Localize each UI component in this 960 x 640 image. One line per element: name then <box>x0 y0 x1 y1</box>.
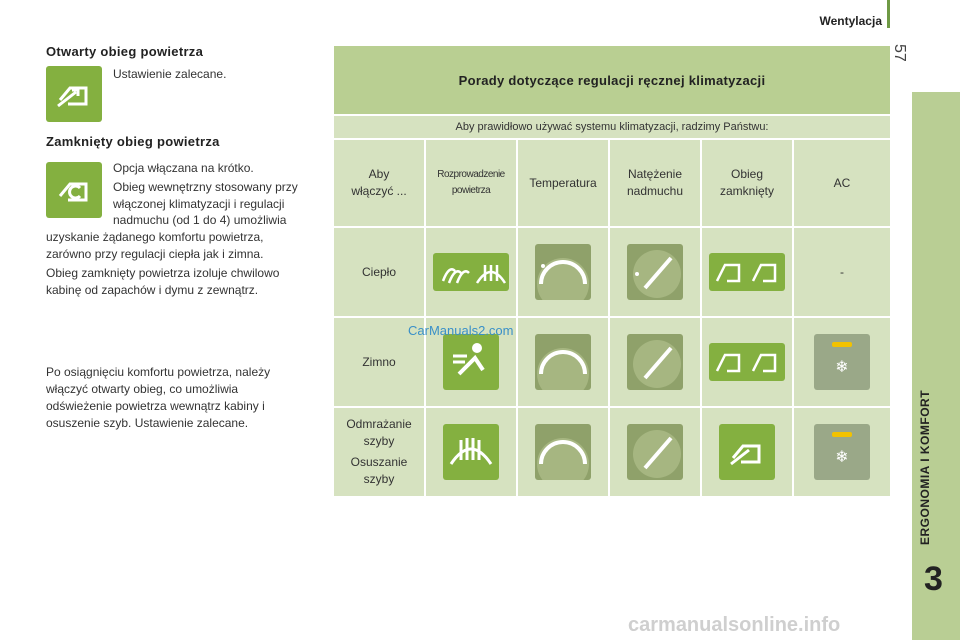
header-cell-purpose: Aby włączyć ... <box>334 140 424 226</box>
header-distribution-line2: powietrza <box>451 185 491 196</box>
defrost-line2: szyby <box>363 434 395 448</box>
closed-line3: włączonej klimatyzacji i regulacji <box>113 197 285 211</box>
recirculation-cell <box>702 408 792 496</box>
closed-line2: Obieg wewnętrzny stosowany przy <box>113 180 298 194</box>
demist-line2: szyby <box>363 472 395 486</box>
blower-cell <box>610 318 700 406</box>
page-number: 57 <box>891 44 908 62</box>
table-title: Porady dotyczące regulacji ręcznej klima… <box>334 46 890 114</box>
chapter-label: ERGONOMIA I KOMFORT <box>918 389 932 545</box>
closed-line8: kabinę od zapachów i dymu z zewnątrz. <box>46 283 259 297</box>
temperature-knob-icon <box>535 424 591 480</box>
closed-line4: nadmuchu (od 1 do 4) umożliwia <box>113 213 287 227</box>
header-recirc-line1: Obieg <box>730 167 764 181</box>
blower-knob-icon <box>627 424 683 480</box>
distribution-cell <box>426 318 516 406</box>
row-label-cold: Zimno <box>334 318 424 406</box>
distribution-cell <box>426 228 516 316</box>
windscreen-feet-icon <box>433 253 509 291</box>
recirculation-cell <box>702 228 792 316</box>
face-vent-icon <box>443 334 499 390</box>
ac-cell: - <box>794 228 890 316</box>
header-distribution-line1: Rozprowadzenie <box>437 169 505 180</box>
ac-cell: ❄ <box>794 408 890 496</box>
header-purpose-line2: włączyć ... <box>351 184 407 198</box>
header-cell-ac: AC <box>794 140 890 226</box>
closed-line1: Opcja włączana na krótko. <box>113 161 254 175</box>
temperature-cell <box>518 408 608 496</box>
chapter-number: 3 <box>924 560 943 598</box>
recirculation-toggle-icon <box>709 343 785 381</box>
final-line3: odświeżenie powietrza wewnątrz kabiny i <box>46 399 265 413</box>
recirculation-toggle-icon <box>709 253 785 291</box>
header-cell-blower: Natężenie nadmuchu <box>610 140 700 226</box>
closed-circulation-title: Zamknięty obieg powietrza <box>46 134 220 149</box>
header-blower-line2: nadmuchu <box>626 184 684 198</box>
blower-cell <box>610 408 700 496</box>
header-cell-recirculation: Obieg zamknięty <box>702 140 792 226</box>
table-row: Zimno ❄ <box>334 318 890 406</box>
open-circulation-icon <box>46 66 102 122</box>
header-rule <box>887 0 890 28</box>
temperature-knob-icon <box>535 334 591 390</box>
header-cell-temperature: Temperatura <box>518 140 608 226</box>
table-row: Ciepło - <box>334 228 890 316</box>
open-circulation-icon <box>719 424 775 480</box>
windscreen-defrost-icon <box>443 424 499 480</box>
svg-text:❄: ❄ <box>835 447 848 466</box>
header-cell-distribution: Rozprowadzenie powietrza <box>426 140 516 226</box>
watermark-small: CarManuals2.com <box>408 323 514 338</box>
row-label-heat: Ciepło <box>334 228 424 316</box>
final-line4: osuszenie szyb. Ustawienie zalecane. <box>46 416 249 430</box>
open-circulation-title: Otwarty obieg powietrza <box>46 44 204 59</box>
closed-line6: zarówno przy regulacji ciepła jak i zimn… <box>46 247 264 261</box>
open-circulation-text: Ustawienie zalecane. <box>113 67 227 81</box>
final-line2: włączyć otwarty obieg, co umożliwia <box>46 382 239 396</box>
header-recirc-line2: zamknięty <box>719 184 775 198</box>
climate-advice-table: Porady dotyczące regulacji ręcznej klima… <box>334 46 890 496</box>
ac-cell: ❄ <box>794 318 890 406</box>
temperature-cell <box>518 228 608 316</box>
temperature-cell <box>518 318 608 406</box>
recirculation-icon <box>46 162 102 218</box>
side-band <box>912 92 960 640</box>
table-header-row: Aby włączyć ... Rozprowadzenie powietrza T… <box>334 140 890 226</box>
final-line1: Po osiągnięciu komfortu powietrza, należ… <box>46 365 271 379</box>
temperature-knob-icon <box>535 244 591 300</box>
header-purpose-line1: Aby <box>368 167 390 181</box>
ac-button-icon: ❄ <box>814 334 870 390</box>
closed-line7: Obieg zamknięty powietrza izoluje chwilo… <box>46 266 280 280</box>
ac-button-icon: ❄ <box>814 424 870 480</box>
section-title: Wentylacja <box>819 14 882 28</box>
blower-knob-icon <box>627 334 683 390</box>
watermark-large: carmanualsonline.info <box>628 614 841 636</box>
closed-line5: uzyskanie żądanego komfortu powietrza, <box>46 230 264 244</box>
demist-line1: Osuszanie <box>350 455 408 469</box>
defrost-line1: Odmrażanie <box>346 417 412 431</box>
svg-text:❄: ❄ <box>835 357 848 376</box>
table-subtitle: Aby prawidłowo używać systemu klimatyzac… <box>334 116 890 138</box>
blower-knob-icon <box>627 244 683 300</box>
header-blower-line1: Natężenie <box>627 167 683 181</box>
recirculation-cell <box>702 318 792 406</box>
distribution-cell <box>426 408 516 496</box>
blower-cell <box>610 228 700 316</box>
